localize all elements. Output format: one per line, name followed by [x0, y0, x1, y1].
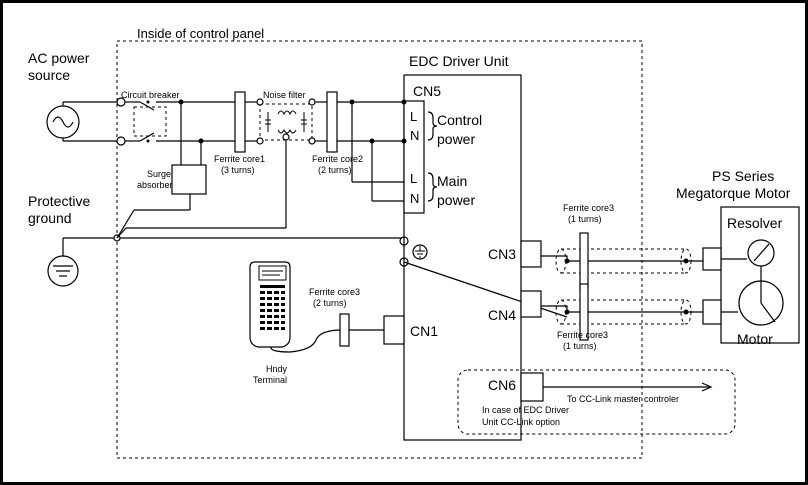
- ferrite-core-1: [234, 91, 246, 153]
- resolver-label: Resolver: [727, 215, 783, 231]
- edc-unit-label: EDC Driver Unit: [409, 53, 509, 69]
- control-power-brace: [427, 111, 438, 141]
- resolver-icon: [747, 239, 775, 281]
- cclink-note-2: Unit CC-Link option: [482, 417, 560, 427]
- ferrite-core-3-top-label: Ferrite core3: [563, 203, 614, 213]
- main-power-label: Main: [437, 173, 467, 189]
- resolver-connector: [702, 247, 722, 271]
- cn5-terminal-l1: L: [410, 109, 417, 124]
- cn4-label: CN4: [488, 307, 516, 323]
- ground-icon: [47, 238, 79, 287]
- ferrite-core-3-handy: [339, 313, 350, 347]
- cn6-connector: [520, 372, 544, 402]
- cclink-option-area: [457, 369, 736, 435]
- cn3-label: CN3: [488, 246, 516, 262]
- cn1-label: CN1: [410, 323, 438, 339]
- handy-terminal-icon: [249, 261, 291, 348]
- noise-filter-label: Noise filter: [263, 90, 306, 100]
- ferrite-core-1-label-2: (3 turns): [221, 165, 255, 175]
- motor-label: Motor: [737, 331, 773, 347]
- protective-ground-label-2: ground: [28, 210, 72, 226]
- cclink-arrow: [701, 382, 713, 392]
- cn4-connector: [520, 290, 542, 318]
- ferrite-core-2-label: Ferrite core2: [312, 154, 363, 164]
- ferrite-core-1-label: Ferrite core1: [214, 154, 265, 164]
- protective-ground-label: Protective: [28, 193, 90, 209]
- ferrite-core-3-hand-label-2: (2 turns): [313, 298, 347, 308]
- control-power-label-2: power: [437, 131, 475, 147]
- cn5-label: CN5: [413, 83, 441, 99]
- ferrite-core-3-cn3: [579, 232, 589, 290]
- motor-icon: [738, 280, 784, 326]
- cn5-terminal-block: [403, 100, 425, 214]
- cclink-destination-label: To CC-Link master controler: [567, 394, 679, 404]
- ferrite-core-3-cn4: [579, 283, 589, 341]
- ferrite-core-3-bottom-label: Ferrite core3: [557, 330, 608, 340]
- unit-ground-icon: [412, 244, 428, 260]
- cclink-note: In case of EDC Driver: [482, 405, 569, 415]
- cn5-terminal-n2: N: [410, 191, 419, 206]
- surge-absorber: [171, 164, 207, 195]
- ferrite-core-3-hand-label: Ferrite core3: [309, 287, 360, 297]
- panel-title: Inside of control panel: [137, 26, 264, 41]
- main-power-label-2: power: [437, 192, 475, 208]
- circuit-breaker-label: Circuit breaker: [121, 90, 180, 100]
- cn3-connector: [520, 240, 542, 268]
- cn6-label: CN6: [488, 377, 516, 393]
- ferrite-core-3-top-label-2: (1 turns): [568, 214, 602, 224]
- ferrite-core-3-bottom-label-2: (1 turns): [563, 341, 597, 351]
- control-power-label: Control: [437, 112, 482, 128]
- ferrite-core-2: [326, 91, 338, 153]
- megatorque-label: Megatorque Motor: [676, 185, 791, 201]
- motor-connector: [702, 299, 722, 325]
- handy-terminal-label-2: Terminal: [253, 375, 287, 385]
- cn1-connector: [383, 315, 405, 345]
- noise-filter: [256, 98, 316, 145]
- handy-terminal-label: Hndy: [266, 364, 288, 374]
- cn5-terminal-l2: L: [410, 171, 417, 186]
- ac-power-label: AC power: [28, 50, 90, 66]
- circuit-breaker: [116, 97, 176, 146]
- ac-power-label-2: source: [28, 67, 70, 83]
- ps-series-label: PS Series: [712, 168, 774, 184]
- ac-source-icon: [46, 105, 80, 139]
- main-power-brace: [427, 172, 438, 202]
- surge-absorber-label-2: absorber: [137, 180, 173, 190]
- ferrite-core-2-label-2: (2 turns): [318, 165, 352, 175]
- cn5-terminal-n1: N: [410, 128, 419, 143]
- surge-absorber-label: Surge: [147, 169, 171, 179]
